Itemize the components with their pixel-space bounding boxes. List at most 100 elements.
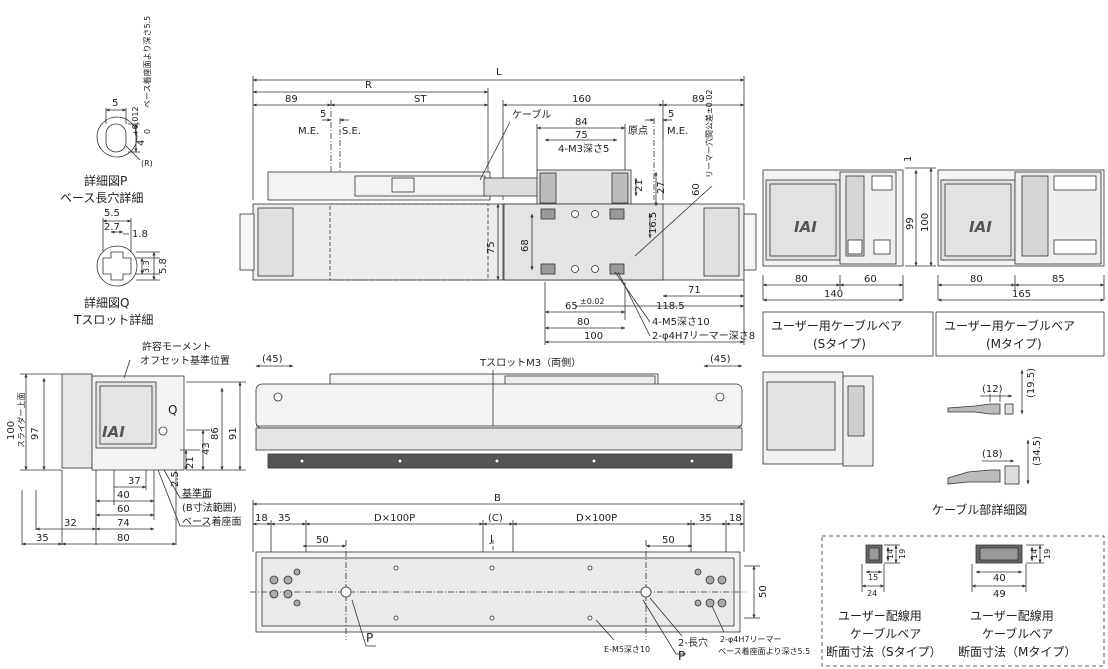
top-me-right: M.E. <box>667 126 688 137</box>
bottom-35-left: 35 <box>278 513 291 524</box>
end-d86: 86 <box>210 427 221 440</box>
top-65-tol: ±0.02 <box>580 297 605 306</box>
top-89-left: 89 <box>285 94 298 105</box>
top-118-5: 118.5 <box>656 301 685 312</box>
top-160: 160 <box>572 94 591 105</box>
end-d74: 74 <box>117 518 130 529</box>
cable-d18: (18) <box>982 449 1003 460</box>
bottom-h7-1: 2-φ4H7リーマー <box>720 635 781 644</box>
top-68: 68 <box>520 239 531 252</box>
end-d91: 91 <box>228 427 239 440</box>
top-ST: ST <box>414 94 427 105</box>
m-label-2: (Mタイプ) <box>986 337 1042 351</box>
detail-p <box>96 108 141 161</box>
detail-p-depth: 4 <box>136 140 147 146</box>
top-27: 27 <box>656 181 667 194</box>
section-box <box>821 535 1105 667</box>
bottom-50-side: 50 <box>758 585 769 598</box>
end-view <box>20 359 246 546</box>
front-tslot: TスロットM3（両側） <box>479 356 581 369</box>
end-d43: 43 <box>201 442 212 455</box>
side-d100: 100 <box>920 213 931 232</box>
end-moment-1: 許容モーメント <box>142 340 212 353</box>
detail-p-radius: (R) <box>141 159 153 168</box>
bottom-view <box>250 500 760 655</box>
side-d99: 99 <box>905 217 916 230</box>
front-45-right: (45) <box>710 354 731 365</box>
section-s-d19: 19 <box>898 549 907 559</box>
s-label-1: ユーザー用ケーブルベア <box>771 318 902 333</box>
bottom-dxp-right: D×100P <box>576 513 617 524</box>
top-75-side: 75 <box>486 241 497 254</box>
section-s-l3: 断面寸法（Sタイプ） <box>826 644 942 659</box>
side-views <box>762 167 1105 357</box>
bottom-slot2: 2-長穴 <box>678 636 708 649</box>
top-60: 60 <box>691 183 702 196</box>
bottom-50-right: 50 <box>662 535 675 546</box>
detail-q <box>96 218 160 287</box>
section-s-l1: ユーザー配線用 <box>838 608 922 623</box>
top-me-left: M.E. <box>298 126 319 137</box>
bottom-35-right: 35 <box>699 513 712 524</box>
detail-q-tslot <box>102 251 132 281</box>
end-d32: 32 <box>64 518 77 529</box>
bottom-18-left: 18 <box>255 513 268 524</box>
section-m-d40: 40 <box>993 573 1006 584</box>
detail-p-width: 5 <box>112 98 118 109</box>
top-65: 65 <box>565 301 578 312</box>
section-m-l2: ケーブルベア <box>982 626 1053 641</box>
bottom-B: B <box>494 493 501 504</box>
detail-p-subtitle: ベース長穴詳細 <box>60 190 143 205</box>
detail-p-slot <box>105 123 127 153</box>
top-89-right: 89 <box>692 94 705 105</box>
end-d97: 97 <box>30 427 41 440</box>
detail-p-title: 詳細図P <box>84 173 127 188</box>
top-reamer-note: リーマー穴間公差±0.02 <box>704 89 714 178</box>
top-80: 80 <box>577 317 590 328</box>
top-se: S.E. <box>342 126 361 137</box>
bottom-P-right: P <box>678 649 685 663</box>
cable-title: ケーブル部詳細図 <box>932 502 1027 517</box>
section-m-d14: 14 <box>1030 549 1039 559</box>
top-m5: 4-M5深さ10 <box>652 316 710 328</box>
bottom-50-left: 50 <box>316 535 329 546</box>
section-m-l1: ユーザー配線用 <box>970 608 1054 623</box>
top-5-right: 5 <box>668 109 674 120</box>
section-m-d19: 19 <box>1043 549 1052 559</box>
bottom-em5: E-M5深さ10 <box>604 645 650 654</box>
top-L: L <box>496 67 502 78</box>
end-q: Q <box>168 403 177 417</box>
end-d21: 21 <box>185 456 196 469</box>
detail-p-tol-zero: 0 <box>143 129 152 134</box>
s-d140: 140 <box>824 289 843 300</box>
bottom-J: J <box>489 534 493 545</box>
cable-detail <box>762 369 1030 485</box>
side-d1: 1 <box>903 156 914 162</box>
top-84: 84 <box>575 117 588 128</box>
section-s-d15: 15 <box>868 573 878 582</box>
detail-q-d4: 3.3 <box>142 260 151 273</box>
end-ref-face: 基準面 <box>182 487 212 500</box>
bottom-h7-2: ベース着座面より深さ5.5 <box>718 646 810 656</box>
end-slider-top: スライダー上面 <box>16 392 26 448</box>
iai-logo-s: IAI <box>794 218 817 236</box>
top-origin: 原点 <box>628 125 648 137</box>
end-d100: 100 <box>6 421 17 440</box>
detail-q-d2: 2.7 <box>104 222 120 233</box>
bottom-dxp-left: D×100P <box>374 513 415 524</box>
top-71: 71 <box>688 285 701 296</box>
top-h7: 2-φ4H7リーマー深さ8 <box>652 330 755 342</box>
m-d165: 165 <box>1012 289 1031 300</box>
bottom-C: (C) <box>488 513 503 524</box>
end-moment-2: オフセット基準位置 <box>140 354 230 367</box>
bottom-P-left: P <box>366 631 373 645</box>
end-base-face: ベース着座面 <box>182 515 242 528</box>
section-m-l3: 断面寸法（Mタイプ） <box>958 644 1076 659</box>
m-d85: 85 <box>1052 274 1065 285</box>
m-d80: 80 <box>970 274 983 285</box>
iai-logo-m: IAI <box>969 218 992 236</box>
detail-q-subtitle: Tスロット詳細 <box>73 312 153 327</box>
detail-q-d5: 5.8 <box>158 258 169 274</box>
iai-logo-end: IAI <box>102 423 125 441</box>
